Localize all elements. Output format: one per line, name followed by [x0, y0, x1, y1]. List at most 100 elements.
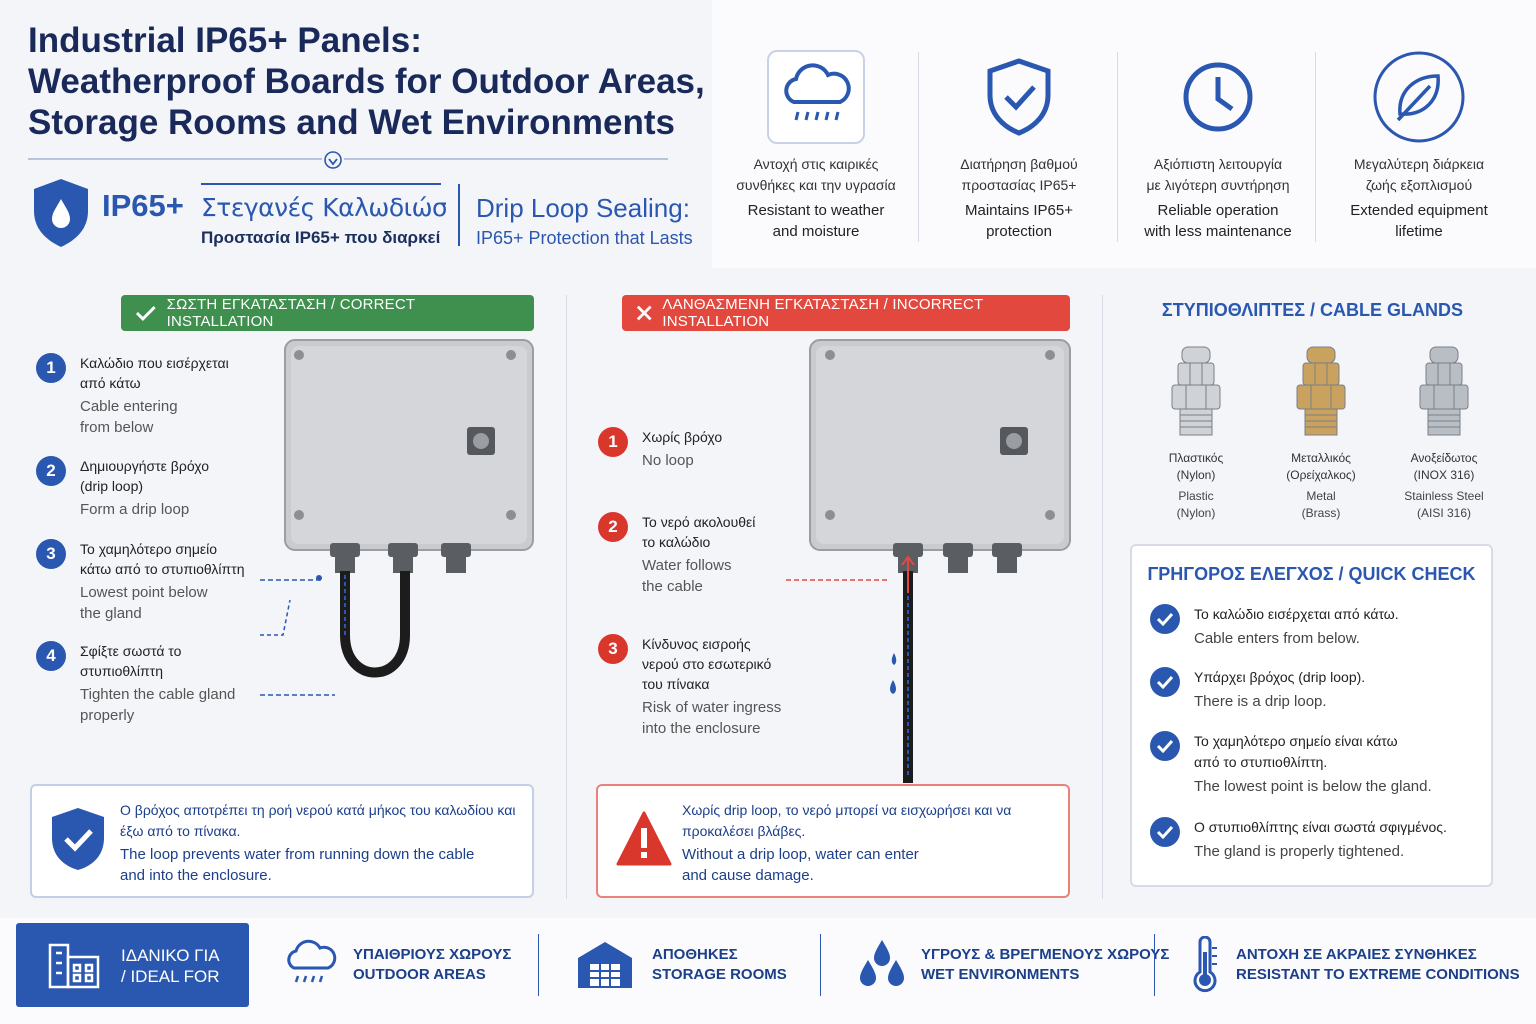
ideal-item-storage: ΑΠΟΘΗΚΕΣ STORAGE ROOMS: [652, 945, 787, 985]
feature-gr-2: συνθήκες και την υγρασία: [736, 177, 896, 193]
close-icon: [636, 305, 652, 321]
check-circle-icon: [1150, 817, 1180, 847]
correct-enclosure-diagram: [260, 339, 534, 696]
step-en: Water follows the cable: [642, 557, 732, 595]
title-line-2: Weatherproof Boards for Outdoor Areas,: [28, 62, 705, 101]
ideal-item-outdoor: ΥΠΑΙΘΡΙΟΥΣ ΧΩΡΟΥΣ OUTDOOR AREAS: [353, 945, 511, 985]
gland-gr1: Πλαστικός: [1168, 451, 1224, 465]
step-gr: Δημιουργήστε βρόχο (drip loop): [80, 458, 209, 494]
check-gr: Υπάρχει βρόχος (drip loop).: [1194, 669, 1366, 685]
english-tagline: IP65+ Protection that Lasts: [476, 228, 693, 248]
title-line-1: Industrial IP65+ Panels:: [28, 21, 422, 60]
gland-en2: (Brass): [1301, 506, 1341, 520]
ideal-en: STORAGE ROOMS: [652, 966, 787, 983]
correct-step-1: 1 Καλώδιο που εισέρχεται από κάτω Cable …: [36, 353, 300, 438]
ideal-en: WET ENVIRONMENTS: [921, 966, 1080, 983]
step-en: Form a drip loop: [80, 501, 190, 518]
title-line-3: Storage Rooms and Wet Environments: [28, 103, 675, 142]
feature-gr-1: Μεγαλύτερη διάρκεια: [1353, 156, 1485, 172]
step-en: Lowest point below the gland: [80, 584, 208, 622]
correct-note-gr: Ο βρόχος αποτρέπει τη ροή νερού κατά μήκ…: [120, 802, 516, 839]
step-gr: Σφίξτε σωστά το στυπιοθλίπτη: [80, 643, 182, 679]
correct-note-box: Ο βρόχος αποτρέπει τη ροή νερού κατά μήκ…: [30, 784, 534, 898]
feature-en-2: and moisture: [772, 223, 860, 240]
incorrect-note-en: Without a drip loop, water can enter and…: [682, 846, 919, 884]
check-circle-icon: [1150, 604, 1180, 634]
feature-en-2: lifetime: [1395, 223, 1443, 240]
feature-gr-2: προστασίας IP65+: [961, 177, 1077, 193]
step-gr: Χωρίς βρόχο: [642, 429, 723, 445]
cable-gland-label: Πλαστικός(Nylon)Plastic(Nylon): [1141, 450, 1251, 522]
ideal-gr: ΥΠΑΙΘΡΙΟΥΣ ΧΩΡΟΥΣ: [353, 946, 512, 963]
step-gr: Το χαμηλότερο σημείο κάτω από το στυπιοθ…: [80, 541, 245, 577]
step-number: 3: [36, 539, 66, 569]
english-subtitle: Drip Loop Sealing:: [476, 193, 690, 223]
cable-gland-icon: [1296, 346, 1346, 436]
feature-en-1: Reliable operation: [1157, 202, 1279, 219]
water-drops-icon: [856, 938, 908, 995]
gland-en1: Plastic: [1178, 489, 1214, 503]
rain-cloud-icon: [282, 938, 338, 995]
quick-check-item: Το χαμηλότερο σημείο είναι κάτω από το σ…: [1150, 731, 1480, 797]
feature-lifetime: Μεγαλύτερη διάρκεια ζωής εξοπλισμού Exte…: [1324, 50, 1514, 242]
feature-gr-2: ζωής εξοπλισμού: [1365, 177, 1473, 193]
step-gr: Κίνδυνος εισροής νερού στο εσωτερικό του…: [642, 636, 772, 692]
greek-title-rule: [201, 183, 441, 185]
feature-en-1: Resistant to weather: [747, 202, 885, 219]
cable-glands-title: ΣΤΥΠΙΟΘΛΙΠΤΕΣ / CABLE GLANDS: [1161, 300, 1464, 320]
feature-ip65: Διατήρηση βαθμού προστασίας IP65+ Mainta…: [924, 50, 1114, 242]
check-gr: Ο στυπιοθλίπτης είναι σωστά σφιγμένος.: [1194, 819, 1447, 835]
shield-check-icon: [52, 808, 104, 870]
step-en: No loop: [642, 452, 694, 469]
cable-gland-label: Μεταλλικός(Ορείχαλκος)Metal(Brass): [1266, 450, 1376, 522]
correct-badge-label: ΣΩΣΤΗ ΕΓΚΑΤΑΣΤΑΣΗ / CORRECT INSTALLATION: [166, 296, 415, 330]
incorrect-step-3: 3 Κίνδυνος εισροής νερού στο εσωτερικό τ…: [598, 634, 862, 739]
step-number: 3: [598, 634, 628, 664]
title-divider: [28, 158, 668, 160]
feature-en-1: Maintains IP65+: [965, 202, 1073, 219]
cable-gland-icon: [1171, 346, 1221, 436]
step-number: 2: [598, 512, 628, 542]
correct-installation-badge: ΣΩΣΤΗ ΕΓΚΑΤΑΣΤΑΣΗ / CORRECT INSTALLATION: [121, 295, 534, 331]
thermometer-icon: [1190, 935, 1220, 999]
page-title: Industrial IP65+ Panels: Weatherproof Bo…: [28, 20, 708, 143]
step-number: 2: [36, 456, 66, 486]
gland-en1: Metal: [1306, 489, 1336, 503]
incorrect-installation-badge: ΛΑΝΘΑΣΜΕΝΗ ΕΓΚΑΤΑΣΤΑΣΗ / INCORRECT INSTA…: [622, 295, 1070, 331]
rain-cloud-icon: [767, 50, 865, 144]
feature-gr-2: με λιγότερη συντήρηση: [1146, 177, 1290, 193]
feature-gr-1: Αξιόπιστη λειτουργία: [1153, 156, 1283, 172]
ideal-en: RESISTANT TO EXTREME CONDITIONS: [1236, 966, 1520, 983]
gland-gr2: (Ορείχαλκος): [1286, 468, 1356, 482]
feature-en-2: protection: [986, 223, 1052, 240]
check-en: The lowest point is below the gland.: [1194, 778, 1432, 795]
correct-step-3: 3 Το χαμηλότερο σημείο κάτω από το στυπι…: [36, 539, 300, 624]
divider-emblem-icon: [322, 150, 344, 170]
check-circle-icon: [1150, 731, 1180, 761]
step-gr: Το νερό ακολουθεί το καλώδιο: [642, 514, 756, 550]
subheader-separator: [458, 184, 460, 246]
quick-check-item: Υπάρχει βρόχος (drip loop). There is a d…: [1150, 667, 1480, 712]
ip65-badge: IP65+: [102, 188, 184, 223]
ideal-label-1: ΙΔΑΝΙΚΟ ΓΙΑ: [121, 946, 220, 965]
quick-check-box: [1130, 544, 1493, 887]
feature-gr-1: Αντοχή στις καιρικές: [753, 156, 879, 172]
incorrect-step-1: 1 Χωρίς βρόχο No loop: [598, 427, 862, 471]
feature-en-1: Extended equipment: [1350, 202, 1488, 219]
correct-step-4: 4 Σφίξτε σωστά το στυπιοθλίπτη Tighten t…: [36, 641, 300, 726]
incorrect-note-gr: Χωρίς drip loop, το νερό μπορεί να εισχω…: [682, 802, 1012, 839]
gland-en2: (Nylon): [1176, 506, 1216, 520]
cable-gland-icon: [1419, 346, 1469, 436]
correct-step-2: 2 Δημιουργήστε βρόχο (drip loop) Form a …: [36, 456, 300, 520]
gland-en2: (AISI 316): [1416, 506, 1472, 520]
check-en: The gland is properly tightened.: [1194, 843, 1405, 860]
ideal-item-extreme: ΑΝΤΟΧΗ ΣΕ ΑΚΡΑΙΕΣ ΣΥΝΘΗΚΕΣ RESISTANT TO …: [1236, 945, 1520, 985]
quick-check-title: ΓΡΗΓΟΡΟΣ ΕΛΕΓΧΟΣ / QUICK CHECK: [1147, 564, 1476, 584]
ideal-gr: ΑΝΤΟΧΗ ΣΕ ΑΚΡΑΙΕΣ ΣΥΝΘΗΚΕΣ: [1236, 946, 1477, 963]
incorrect-note-box: Χωρίς drip loop, το νερό μπορεί να εισχω…: [596, 784, 1070, 898]
step-en: Risk of water ingress into the enclosure: [642, 699, 782, 737]
ideal-gr: ΑΠΟΘΗΚΕΣ: [652, 946, 738, 963]
step-en: Cable entering from below: [80, 398, 178, 436]
feature-en-2: with less maintenance: [1144, 223, 1292, 240]
step-number: 1: [36, 353, 66, 383]
